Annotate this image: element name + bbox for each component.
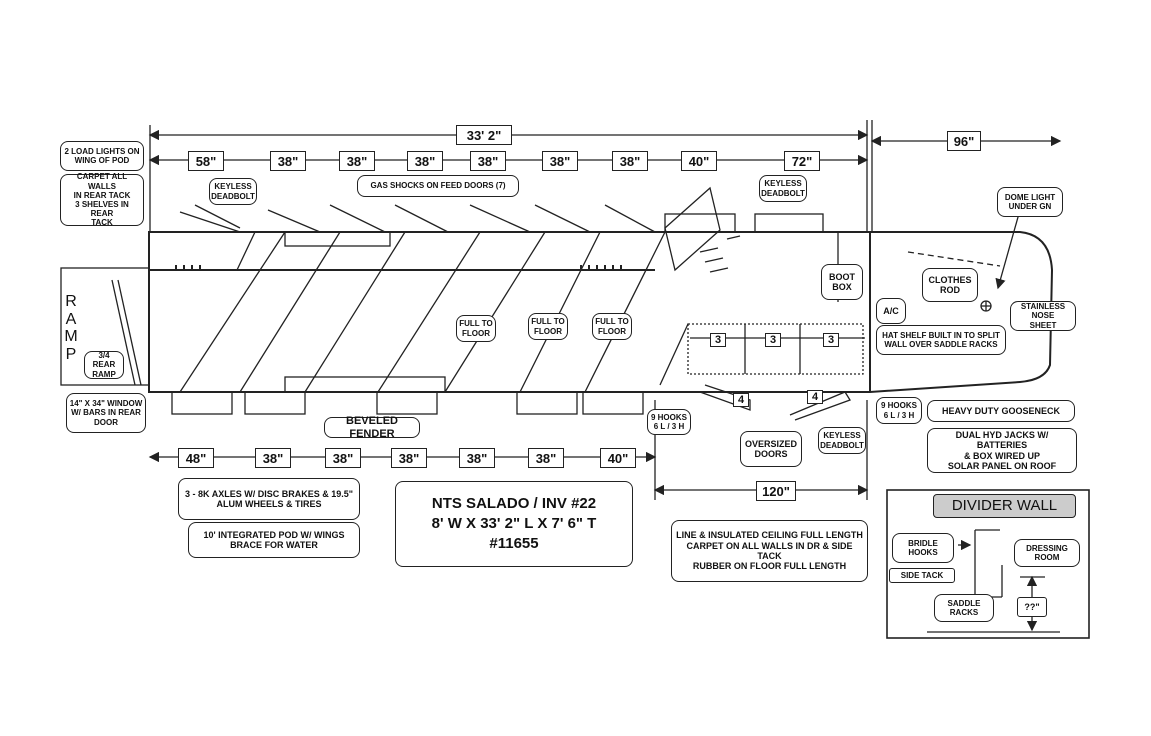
trailer-body-outline: [148, 231, 1054, 393]
trailer-title-box: NTS SALADO / INV #22 8' W X 33' 2" L X 7…: [395, 481, 633, 567]
saddle-rack-number-2: 3: [765, 333, 781, 347]
clothes-rod-note: CLOTHES ROD: [922, 268, 978, 302]
trailer-title-line-1: NTS SALADO / INV #22: [431, 494, 597, 512]
saddle-rack-number-3: 3: [823, 333, 839, 347]
living-quarters-dim: 120": [756, 481, 796, 501]
bottom-dim-4: 38": [391, 448, 427, 468]
nose-length-label: 96": [947, 131, 981, 151]
keyless-deadbolt-bottom-note: KEYLESS DEADBOLT: [818, 427, 866, 454]
dressing-room-label: DRESSING ROOM: [1014, 539, 1080, 567]
bottom-dim-1: 48": [178, 448, 214, 468]
saddle-rack-number-1: 3: [710, 333, 726, 347]
axles-note: 3 - 8K AXLES W/ DISC BRAKES & 19.5" ALUM…: [178, 478, 360, 520]
load-lights-note: 2 LOAD LIGHTS ON WING OF POD: [60, 141, 144, 171]
trailer-title-line-3: #11655: [489, 535, 539, 553]
carpet-rear-tack-note: CARPET ALL WALLS IN REAR TACK 3 SHELVES …: [60, 172, 144, 227]
oversized-doors-note: OVERSIZED DOORS: [740, 431, 802, 467]
top-dim-3: 38": [339, 151, 375, 171]
unknown-dimension-label: ??": [1017, 597, 1047, 617]
hooks-left-note: 9 HOOKS 6 L / 3 H: [647, 409, 691, 435]
divider-wall-title: DIVIDER WALL: [933, 494, 1076, 518]
rear-ramp-note: 3/4 REAR RAMP: [84, 351, 124, 379]
top-dim-2: 38": [270, 151, 306, 171]
bottom-dim-2: 38": [255, 448, 291, 468]
full-to-floor-1: FULL TO FLOOR: [456, 315, 496, 342]
door-number-1: 4: [733, 393, 749, 407]
ac-note: A/C: [876, 298, 906, 324]
gas-shocks-note: GAS SHOCKS ON FEED DOORS (7): [357, 175, 519, 197]
top-dim-6: 38": [542, 151, 578, 171]
top-dim-5: 38": [470, 151, 506, 171]
bottom-dim-7: 40": [600, 448, 636, 468]
hooks-right-note: 9 HOOKS 6 L / 3 H: [876, 397, 922, 424]
dome-light-note: DOME LIGHT UNDER GN: [997, 187, 1063, 217]
bottom-dim-5: 38": [459, 448, 495, 468]
rear-window-note: 14" X 34" WINDOW W/ BARS IN REAR DOOR: [66, 393, 146, 433]
side-tack-label: SIDE TACK: [889, 568, 955, 583]
full-to-floor-2: FULL TO FLOOR: [528, 313, 568, 340]
hat-shelf-note: HAT SHELF BUILT IN TO SPLIT WALL OVER SA…: [876, 325, 1006, 355]
heavy-duty-gooseneck-note: HEAVY DUTY GOOSENECK: [927, 400, 1075, 422]
beveled-fender-note: BEVELED FENDER: [324, 415, 420, 440]
door-number-2: 4: [807, 390, 823, 404]
ceiling-note: LINE & INSULATED CEILING FULL LENGTH CAR…: [671, 520, 868, 582]
boot-box-note: BOOT BOX: [821, 264, 863, 300]
keyless-deadbolt-left-note: KEYLESS DEADBOLT: [209, 178, 257, 205]
keyless-deadbolt-top-right-note: KEYLESS DEADBOLT: [759, 175, 807, 202]
top-dim-4: 38": [407, 151, 443, 171]
top-dim-7: 38": [612, 151, 648, 171]
bottom-dim-3: 38": [325, 448, 361, 468]
trailer-title-line-2: 8' W X 33' 2" L X 7' 6" T: [431, 514, 597, 532]
stainless-nose-note: STAINLESS NOSE SHEET: [1010, 301, 1076, 331]
overall-length-label: 33' 2": [456, 125, 512, 145]
ramp-vertical-label: RAMP: [64, 293, 78, 363]
full-to-floor-3: FULL TO FLOOR: [592, 313, 632, 340]
saddle-racks-label: SADDLE RACKS: [934, 594, 994, 622]
top-dim-9: 72": [784, 151, 820, 171]
bottom-dim-6: 38": [528, 448, 564, 468]
top-dim-8: 40": [681, 151, 717, 171]
dual-jacks-note: DUAL HYD JACKS W/ BATTERIES & BOX WIRED …: [927, 428, 1077, 473]
divider-wall-outline: [886, 489, 1090, 639]
bridle-hooks-label: BRIDLE HOOKS: [892, 533, 954, 563]
integrated-pod-note: 10' INTEGRATED POD W/ WINGS BRACE FOR WA…: [188, 522, 360, 558]
top-dim-1: 58": [188, 151, 224, 171]
